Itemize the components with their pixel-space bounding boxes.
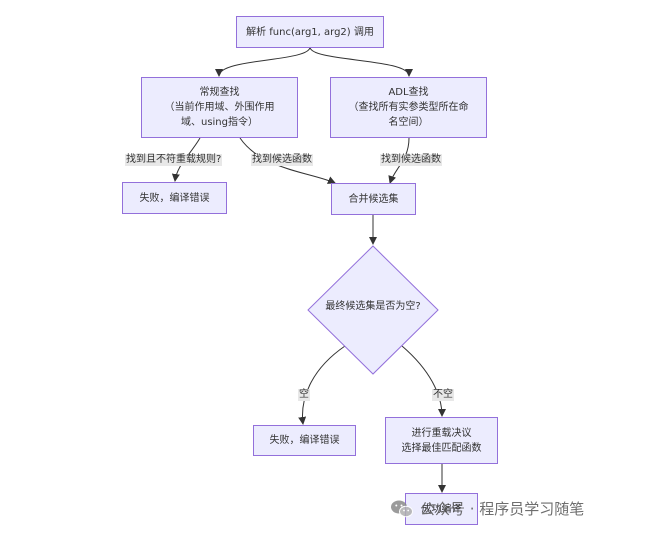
decision-label: 最终候选集是否为空?	[325, 301, 421, 312]
edge-label-not-empty: 不空	[432, 389, 454, 401]
watermark: 公众号 · 程序员学习随笔	[390, 498, 584, 519]
wechat-icon	[391, 500, 413, 517]
decision-diamond	[307, 245, 439, 375]
fail-left-node: 失败，编译错误	[122, 182, 227, 214]
edge-decision-empty	[298, 345, 346, 425]
edge-parse-to-normal	[215, 46, 311, 77]
edge-label-not-found: 找到且不符重载规则?	[125, 154, 223, 166]
edge-normal-to-merge	[239, 137, 336, 184]
parse-call-node: 解析 func(arg1, arg2) 调用	[236, 16, 384, 48]
merge-candidates-node: 合并候选集	[331, 183, 416, 215]
edge-label-empty: 空	[298, 389, 310, 401]
normal-lookup-node: 常规查找 （当前作用域、外围作用 域、using指令）	[141, 77, 298, 138]
edge-decision-not-empty	[401, 345, 446, 417]
overload-resolution-node: 进行重载决议 选择最佳匹配函数	[385, 417, 498, 464]
adl-lookup-node: ADL查找 （查找所有实参类型所在命 名空间）	[330, 77, 487, 138]
edge-label-found-left: 找到候选函数	[251, 154, 313, 166]
watermark-text: 公众号 · 程序员学习随笔	[420, 500, 585, 518]
success-node: 成功编译	[405, 493, 478, 525]
edge-label-found-right: 找到候选函数	[380, 154, 442, 166]
fail-bottom-node: 失败，编译错误	[253, 425, 356, 456]
edge-parse-to-adl	[309, 46, 413, 77]
